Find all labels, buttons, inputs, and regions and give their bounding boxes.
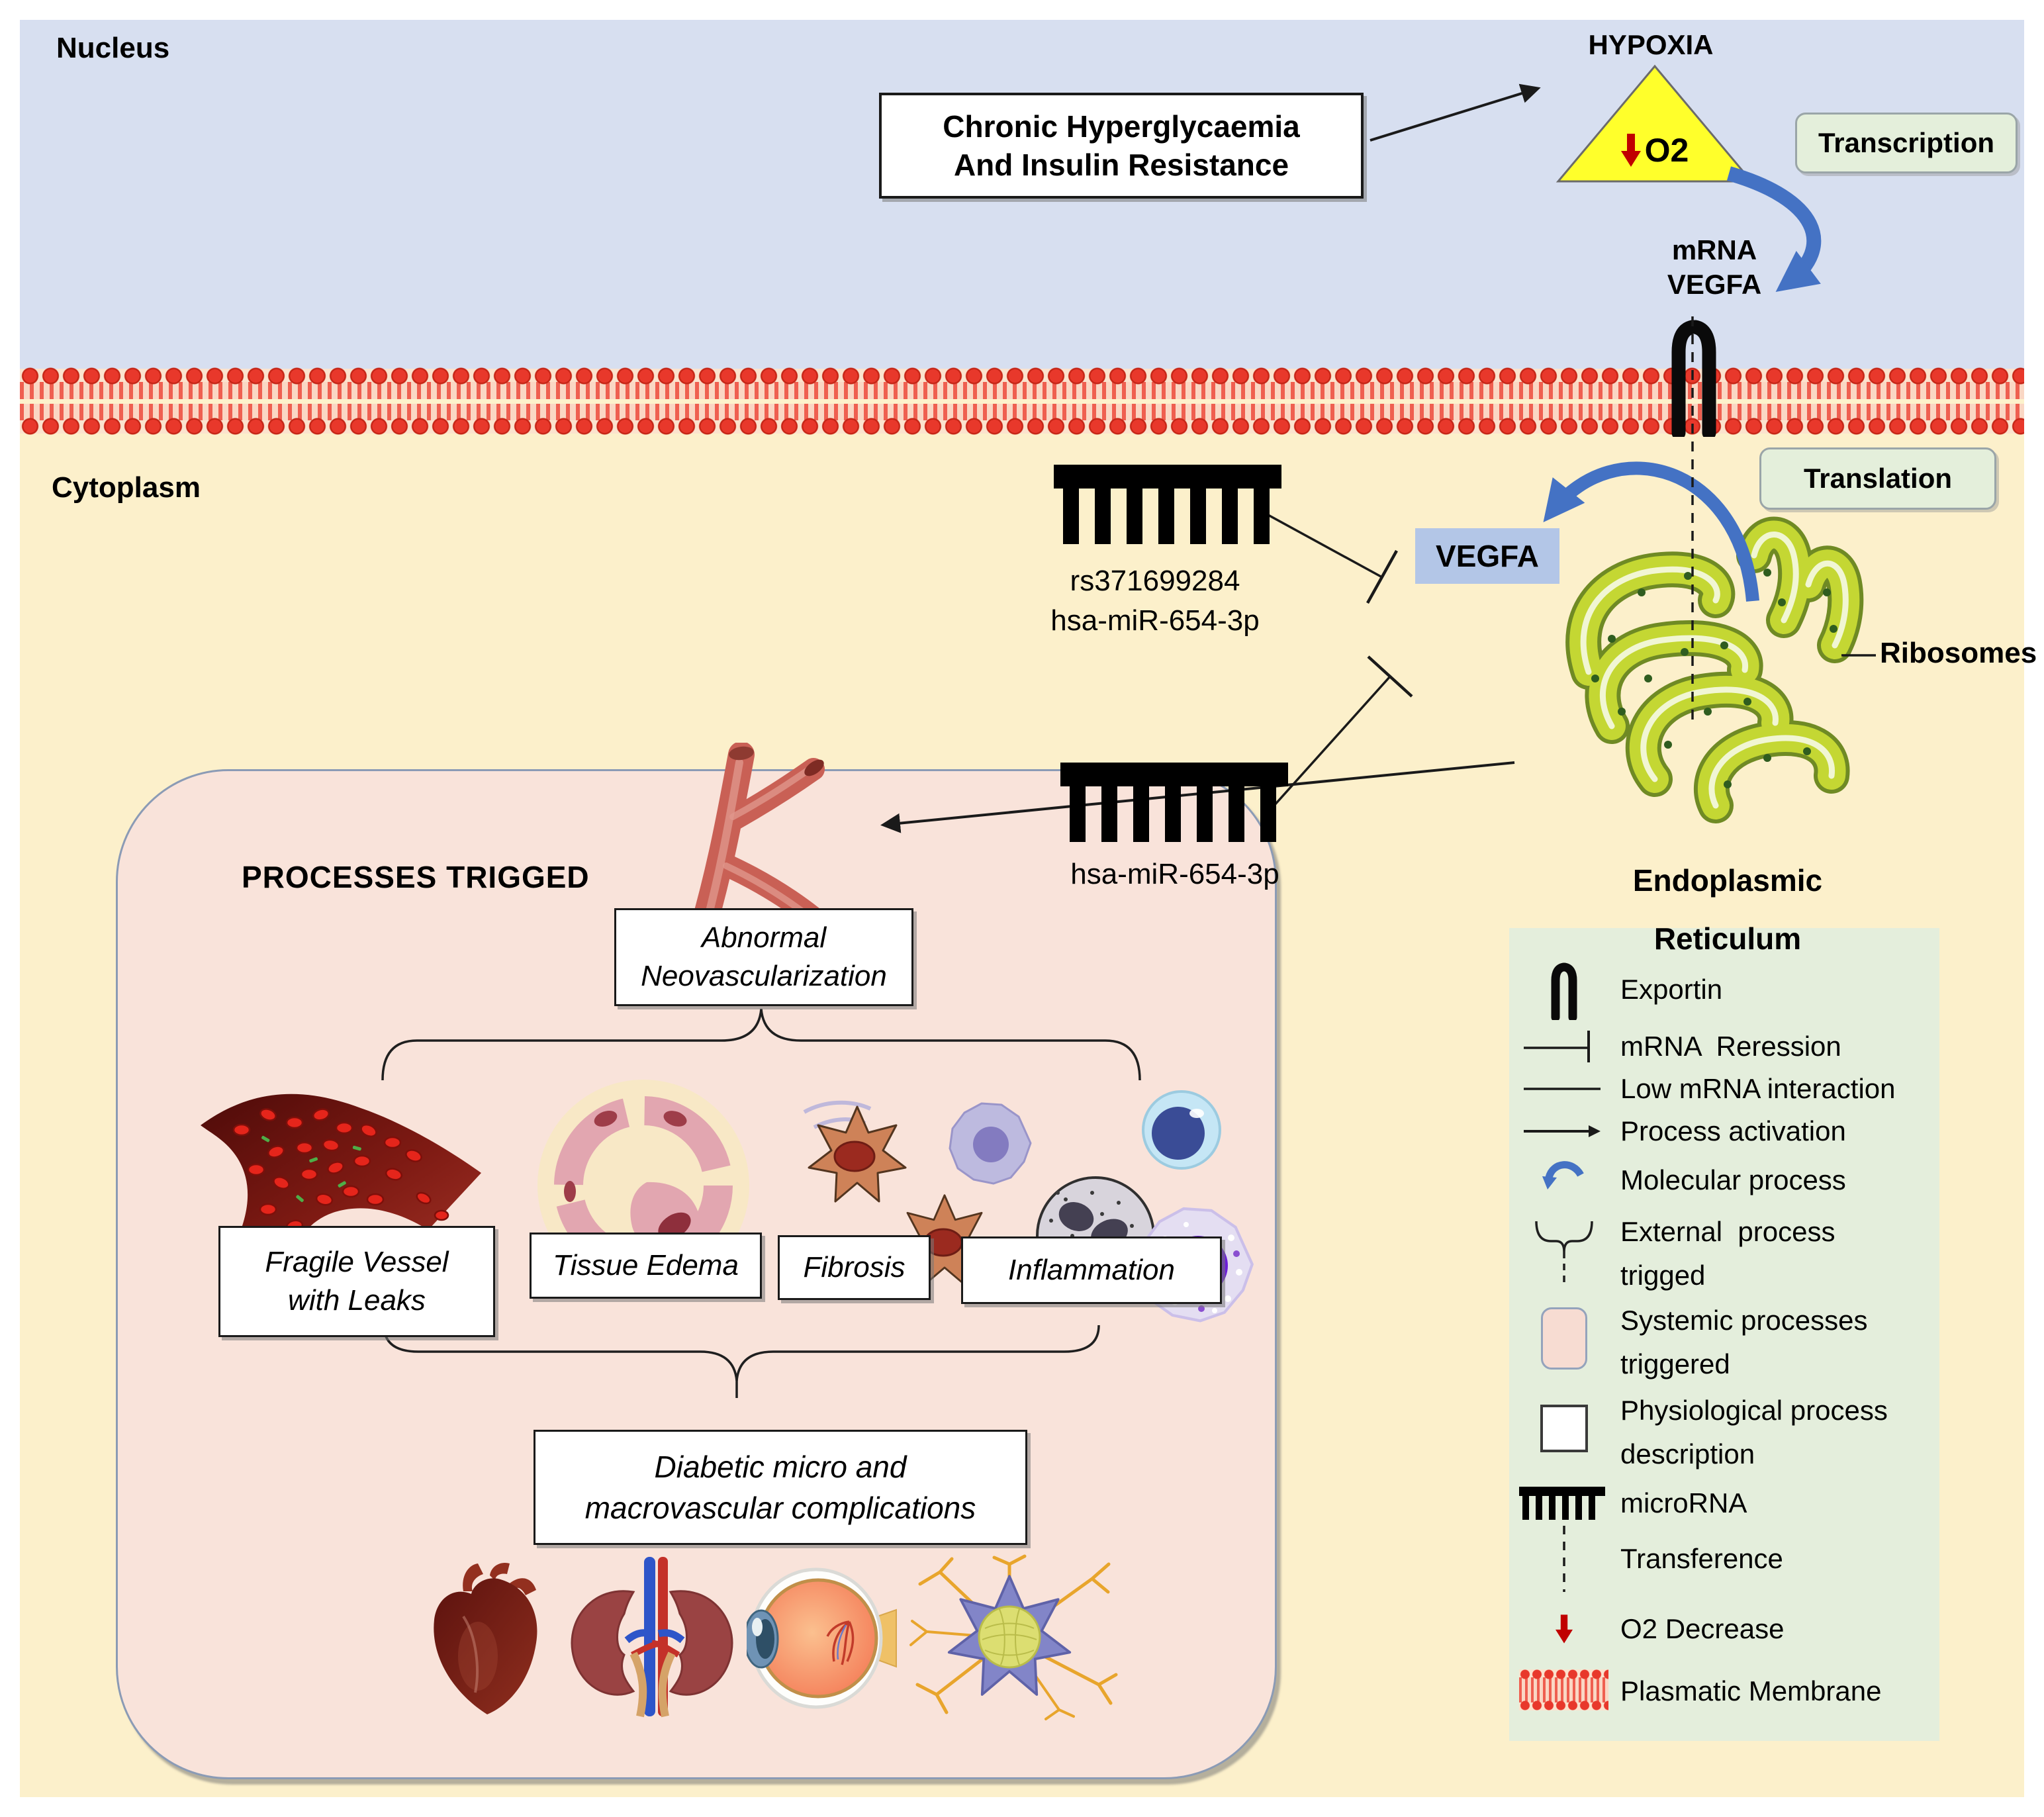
mirna2-label: hsa-miR-654-3p: [1070, 858, 1279, 890]
cytoplasm-label: Cytoplasm: [52, 471, 201, 504]
exportin-icon: [1671, 320, 1716, 437]
legend-label-external-process: External process trigged: [1620, 1216, 1843, 1291]
legend-label-plasmatic-membrane: Plasmatic Membrane: [1620, 1675, 1882, 1706]
mirna2-repression-line: [1266, 655, 1413, 814]
chronic-line1: Chronic Hyperglycaemia: [943, 109, 1300, 144]
ribosome-dots: [1591, 569, 1837, 788]
outcome-line1: Diabetic micro and: [654, 1450, 907, 1484]
legend-label-low-mrna: Low mRNA interaction: [1620, 1073, 1896, 1104]
external-process-brace-lower: [383, 1325, 1100, 1398]
legend-label-physiological-process: Physiological process description: [1620, 1395, 1896, 1469]
transcription-badge: Transcription: [1795, 113, 2018, 173]
mirna-teeth: [1063, 489, 1272, 544]
chronic-hyperglycaemia-box: Chronic Hyperglycaemia And Insulin Resis…: [879, 93, 1364, 199]
red-blood-cells: [232, 1108, 449, 1233]
mrna-vegfa-label: mRNA VEGFA: [1635, 233, 1794, 302]
o2-label: O2: [1644, 132, 1689, 169]
fibrosis-icon: [803, 1100, 1032, 1287]
retinal-vessels: [826, 1620, 855, 1665]
mrna-line2: VEGFA: [1667, 269, 1762, 300]
molecular-process-icon: [1519, 1154, 1608, 1205]
plasmatic-membrane: [20, 367, 2024, 436]
er-label-line2: Reticulum: [1653, 921, 1802, 956]
legend-label-exportin: Exportin: [1620, 974, 1723, 1005]
diabetic-complications-box: Diabetic micro and macrovascular complic…: [534, 1430, 1027, 1545]
processes-title: PROCESSES TRIGGED: [242, 860, 590, 894]
mirna-teeth: [1070, 786, 1279, 842]
o2-decrease-group: O2: [1556, 131, 1754, 169]
transcription-molecular-arrow: [1726, 166, 1822, 292]
legend-label-mrna-repression: mRNA Reression: [1620, 1031, 1841, 1062]
tissue-edema-box: Tissue Edema: [530, 1233, 762, 1299]
inflammation-box: Inflammation: [961, 1236, 1222, 1304]
eye-icon: [747, 1567, 897, 1709]
fibrosis-box: Fibrosis: [778, 1235, 931, 1300]
systemic-process-icon: [1519, 1299, 1608, 1378]
legend-label-systemic-processes: Systemic processes triggered: [1620, 1305, 1876, 1379]
abnormal-line1: Abnormal: [701, 921, 827, 954]
o2-decrease-icon: [1519, 1607, 1608, 1651]
er-label: Endoplasmic Reticulum: [1602, 851, 1853, 968]
abnormal-line2: Neovascularization: [641, 960, 887, 992]
mirna1-labels: rs371699284 hsa-miR-654-3p: [999, 561, 1311, 641]
edema-dark-spots: [564, 1110, 687, 1202]
microrna-icon: [1060, 763, 1288, 842]
outcome-line2: macrovascular complications: [584, 1491, 976, 1525]
abnormal-neovascularization-box: Abnormal Neovascularization: [614, 908, 913, 1006]
ribosomes-label: Ribosomes: [1880, 637, 2037, 669]
translation-badge: Translation: [1759, 447, 1996, 510]
legend-label-molecular-process: Molecular process: [1620, 1164, 1846, 1195]
er-label-line1: Endoplasmic: [1632, 863, 1823, 898]
external-process-icon: [1519, 1215, 1608, 1295]
lymphocyte-cell: [1142, 1090, 1221, 1170]
o2-decrease-icon: [1620, 134, 1641, 167]
mirna-backbone: [1054, 465, 1281, 489]
chronic-line2: And Insulin Resistance: [953, 148, 1289, 182]
exportin-icon: [1519, 961, 1608, 1020]
legend-label-transference: Transference: [1620, 1543, 1783, 1574]
vegfa-protein-box: VEGFA: [1415, 528, 1559, 584]
microrna-icon: [1054, 465, 1281, 544]
mirna1-repression-line: [1260, 510, 1398, 604]
nucleus-label: Nucleus: [56, 32, 170, 64]
kidneys-icon: [571, 1557, 733, 1718]
membrane-head-row-top: [20, 367, 2024, 385]
membrane-head-row-bottom: [20, 417, 2024, 436]
legend-label-o2-decrease: O2 Decrease: [1620, 1613, 1785, 1644]
fragile-line2: with Leaks: [288, 1284, 426, 1317]
legend-label-microrna: microRNA: [1620, 1487, 1747, 1518]
neuron-icon: [909, 1554, 1118, 1720]
heart-icon: [434, 1562, 537, 1714]
green-specks: [261, 1136, 361, 1202]
transference-icon: [1519, 1522, 1608, 1595]
membrane-lipid-tails: [20, 382, 2024, 420]
mirna1-name: hsa-miR-654-3p: [1050, 604, 1260, 637]
legend-label-process-activation: Process activation: [1620, 1115, 1846, 1146]
fragile-vessel-icon: [201, 1094, 481, 1296]
process-activation-icon: [1519, 1109, 1608, 1153]
immune-cell-purple: [949, 1102, 1032, 1185]
fibroblast-cell: [808, 1105, 907, 1203]
fragile-line1: Fragile Vessel: [265, 1246, 449, 1278]
external-process-brace-upper: [381, 1008, 1141, 1081]
translation-molecular-arrow: [1543, 461, 1759, 602]
plasmatic-membrane-icon: [1519, 1667, 1608, 1713]
endoplasmic-reticulum-icon: [1565, 516, 1864, 823]
fragile-vessel-box: Fragile Vessel with Leaks: [218, 1226, 495, 1337]
hypoxia-triangle-icon: [1556, 64, 1754, 183]
low-mrna-interaction-icon: [1519, 1067, 1608, 1111]
mrna-repression-icon: [1519, 1025, 1608, 1068]
mrna-line1: mRNA: [1671, 234, 1757, 265]
mirna1-rsid: rs371699284: [1070, 565, 1240, 597]
hypoxia-label: HYPOXIA: [1588, 29, 1714, 60]
microrna-icon: [1519, 1481, 1608, 1525]
activation-arrow-chronic-to-hypoxia: [1370, 83, 1541, 142]
physiological-process-icon: [1519, 1389, 1608, 1468]
mirna-backbone: [1060, 763, 1288, 786]
